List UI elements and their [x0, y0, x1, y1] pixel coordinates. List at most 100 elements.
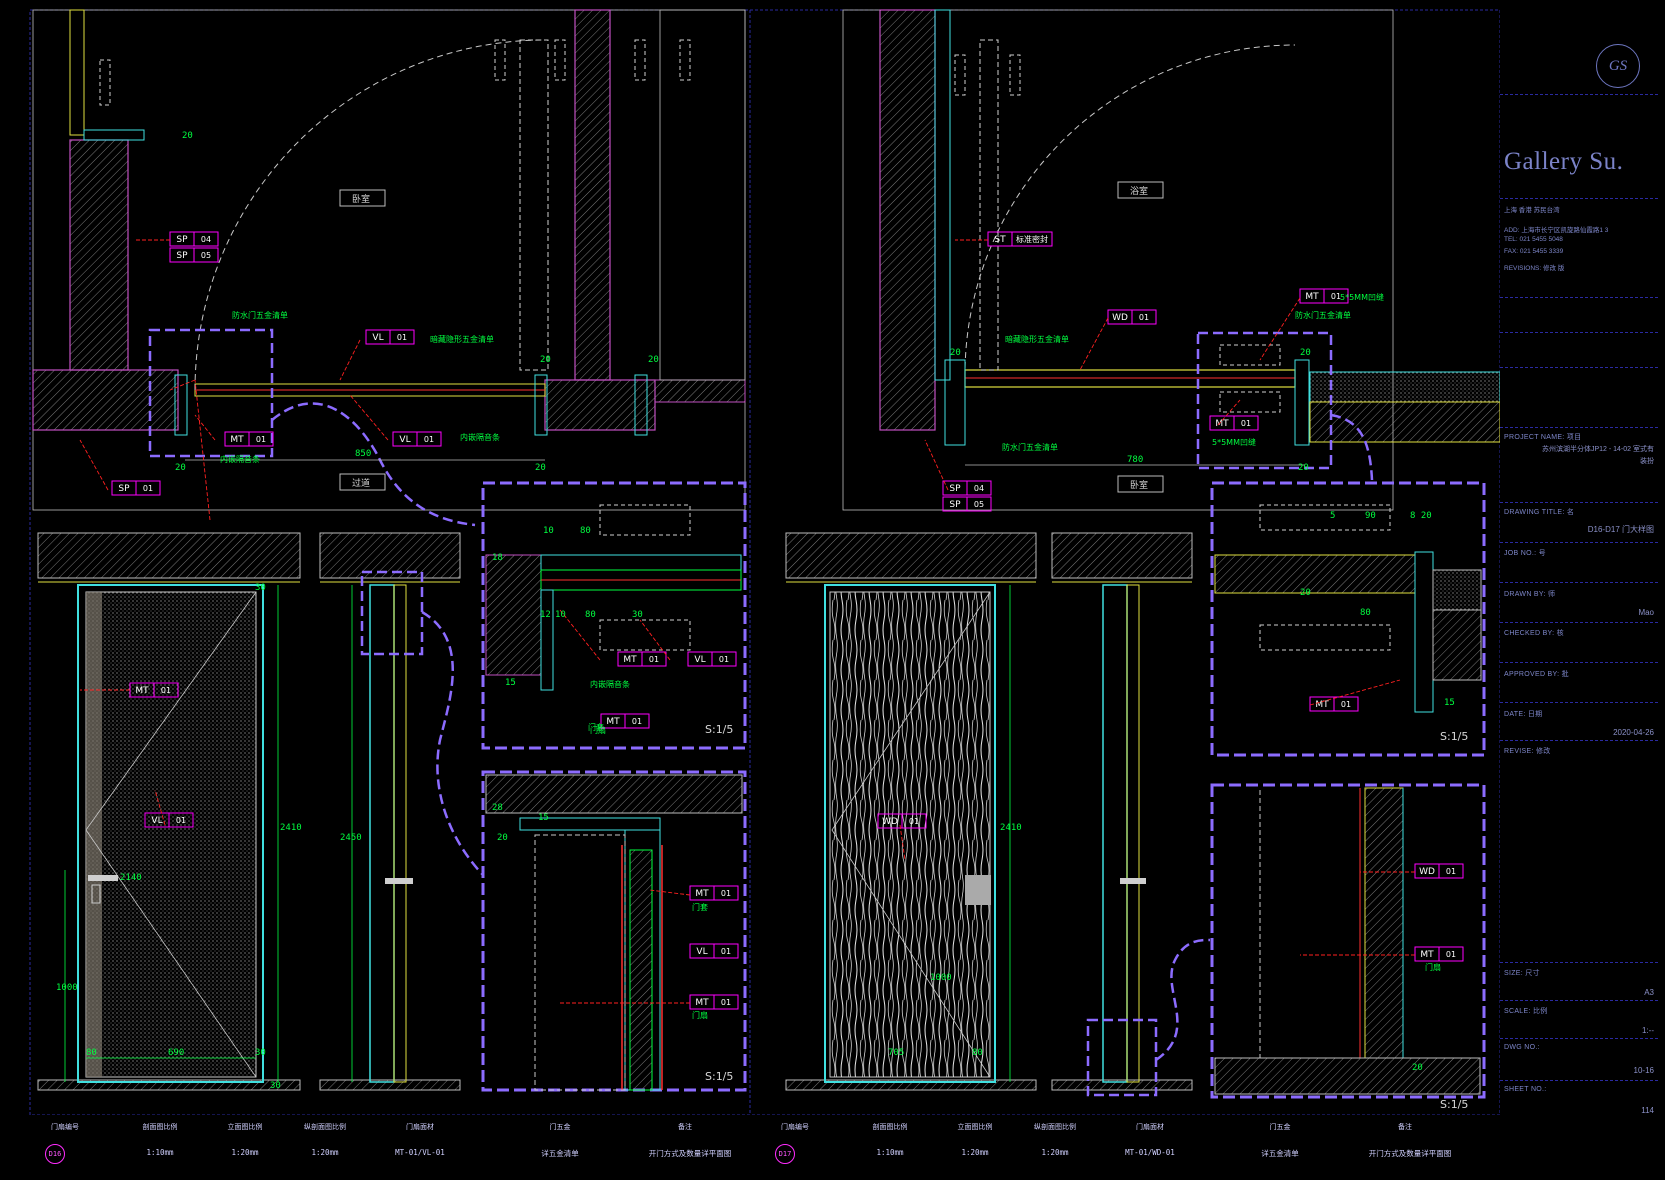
brand-name: Gallery Su.: [1504, 148, 1624, 175]
material-tag-number: 04: [201, 235, 211, 244]
material-tag-number: 05: [201, 251, 211, 260]
dim-15b: 15: [538, 813, 549, 823]
th-left-6: 备注: [678, 1123, 692, 1131]
material-tag-number: 01: [721, 889, 731, 898]
dim-20c: 20: [535, 463, 546, 473]
material-tag-number: 01: [1446, 950, 1456, 959]
material-tag-number: 01: [721, 998, 731, 1007]
note-3: 内嵌隔音条: [460, 432, 500, 442]
dim-705: 705: [888, 1048, 904, 1058]
note-6: 门套: [692, 902, 708, 912]
dim-30c: 30: [270, 1081, 281, 1091]
td-right-3: 1:20mm: [1041, 1148, 1069, 1157]
th-left-4: 门扇面材: [406, 1123, 434, 1131]
dim-8-20: 8 20: [1410, 511, 1432, 521]
material-tag-0: SP 04: [169, 231, 219, 247]
door-schedule-table: 门扇编号 剖面图比例 立面图比例 纵剖面图比例 门扇面材 门五金 备注 D16 …: [30, 1115, 1500, 1167]
material-tag-10: MT 01: [689, 885, 739, 901]
dim-15c: 15: [1444, 698, 1455, 708]
material-tag-3: MT 01: [224, 431, 274, 447]
material-tag-number: 01: [1331, 292, 1341, 301]
material-tag-code: MT: [230, 435, 244, 445]
material-tag-code: MT: [135, 686, 149, 696]
checked-label: CHECKED BY: 核: [1504, 630, 1564, 637]
size-value: A3: [1644, 988, 1654, 997]
material-tag-number: 01: [397, 333, 407, 342]
dim-20a: 20: [182, 131, 193, 141]
th-left-3: 纵剖面图比例: [304, 1123, 346, 1131]
material-tag-number: 01: [1241, 419, 1251, 428]
dim-10: 10: [543, 526, 554, 536]
material-tag-code: MT: [1315, 700, 1329, 710]
material-tag-code: WD: [1112, 313, 1128, 323]
th-right-4: 门扇面材: [1136, 1123, 1164, 1131]
material-tag-code: WD: [1419, 867, 1435, 877]
door-code-left: D16: [45, 1144, 65, 1164]
dim-15: 15: [505, 678, 516, 688]
material-tag-15: WD 01: [1107, 309, 1157, 325]
th-right-1: 剖面图比例: [872, 1123, 908, 1131]
dim-2450: 2450: [340, 833, 362, 843]
dim-28: 28: [492, 803, 503, 813]
dim-10b: 10: [555, 610, 566, 620]
material-tag-number: 01: [632, 717, 642, 726]
address-line-3: TEL: 021 5455 5048: [1504, 236, 1563, 243]
date-value: 2020-04-26: [1613, 728, 1654, 737]
dim-2140: 2140: [120, 873, 142, 883]
material-tag-20: MT 01: [1309, 696, 1359, 712]
material-tag-code: MT: [695, 998, 709, 1008]
material-tag-code: SP: [176, 235, 188, 245]
address-line-2: ADD: 上海市长宁区凯旋路仙霞路1 3: [1504, 227, 1609, 234]
note-1: 防水门五金清单: [232, 310, 288, 320]
sheet-value: 114: [1641, 1106, 1654, 1115]
scale-value: 1:--: [1642, 1026, 1654, 1035]
dim-20h: 20: [1298, 463, 1309, 473]
material-tag-code: MT: [695, 889, 709, 899]
td-right-4: MT-01/WD-01: [1125, 1148, 1175, 1157]
dim-80b: 80: [972, 1048, 983, 1058]
th-right-2: 立面图比例: [957, 1123, 993, 1131]
note-12: 防水门五金清单: [1295, 310, 1351, 320]
material-tag-number: 04: [974, 484, 984, 493]
drawing-title-value: D16-D17 门大样图: [1587, 525, 1654, 534]
th-left-5: 门五金: [549, 1123, 571, 1131]
td-right-1: 1:10mm: [876, 1148, 904, 1157]
material-tag-number: 01: [256, 435, 266, 444]
material-tag-number: 01: [176, 816, 186, 825]
dim-5: 5: [1330, 511, 1335, 521]
room-label-2: 过道: [352, 477, 370, 489]
address-line-1: 上海 香港 苏民台湾: [1504, 207, 1560, 214]
material-tag-number: 01: [721, 947, 731, 956]
material-tag-code: VL: [696, 947, 707, 957]
note-7: 门扇: [692, 1010, 708, 1020]
material-tag-number: 01: [909, 817, 919, 826]
address-line-4: FAX: 021 5455 3339: [1504, 248, 1564, 255]
td-left-4: MT-01/VL-01: [395, 1148, 445, 1157]
td-left-5: 详五金清单: [541, 1149, 579, 1158]
title-block: GS Gallery Su. 上海 香港 苏民台湾 ADD: 上海市长宁区凯旋路…: [1500, 12, 1658, 1167]
td-right-2: 1:20mm: [961, 1148, 989, 1157]
room-label-3: 浴室: [1130, 185, 1148, 197]
note-8: 门扇: [1425, 962, 1441, 972]
note-4: 内嵌隔音条: [220, 454, 260, 464]
material-tag-number: 01: [1341, 700, 1351, 709]
material-tag-number: 01: [424, 435, 434, 444]
td-right-5: 详五金清单: [1261, 1149, 1299, 1158]
td-left-3: 1:20mm: [311, 1148, 339, 1157]
note-10: 暗藏隐形五金清单: [1005, 334, 1069, 344]
material-tag-number: 01: [1139, 313, 1149, 322]
material-tag-number: 01: [649, 655, 659, 664]
note-11: 5*5MM凹缝: [1340, 292, 1384, 302]
